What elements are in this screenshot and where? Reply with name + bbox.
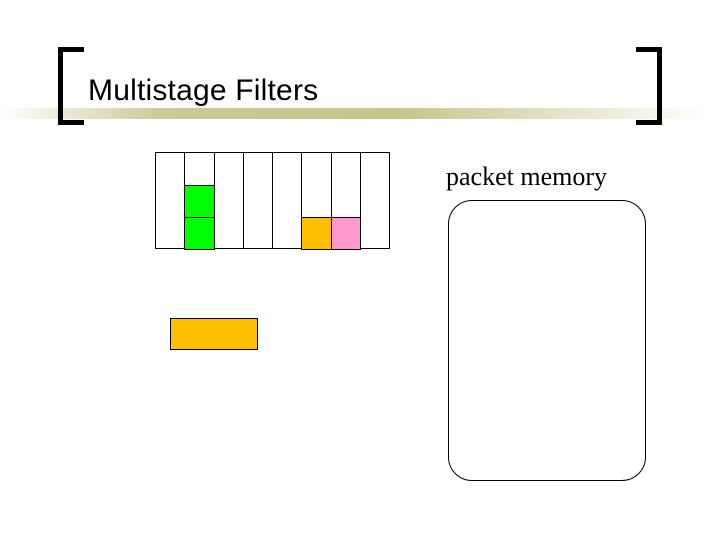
packet-memory-box xyxy=(448,200,646,481)
orange-packet-bar xyxy=(170,318,258,350)
right-bracket-icon xyxy=(636,47,662,125)
title-accent-band xyxy=(0,108,720,119)
stage-cell xyxy=(301,152,332,250)
page-title: Multistage Filters xyxy=(88,74,319,107)
stage-cell xyxy=(213,152,244,249)
cell-fill-pink xyxy=(330,217,361,250)
packet-memory-label: packet memory xyxy=(446,162,607,191)
stage-cell xyxy=(272,152,303,249)
stage-cell xyxy=(184,152,215,250)
stage-cell xyxy=(330,152,361,250)
stage-cell xyxy=(242,152,273,249)
cell-fill-orange xyxy=(301,217,332,250)
cell-fill-green xyxy=(184,217,215,250)
filter-stage-row xyxy=(155,152,397,250)
left-bracket-icon xyxy=(58,47,84,125)
cell-fill-green xyxy=(184,185,215,218)
stage-cell xyxy=(155,152,186,249)
stage-cell xyxy=(359,152,390,249)
